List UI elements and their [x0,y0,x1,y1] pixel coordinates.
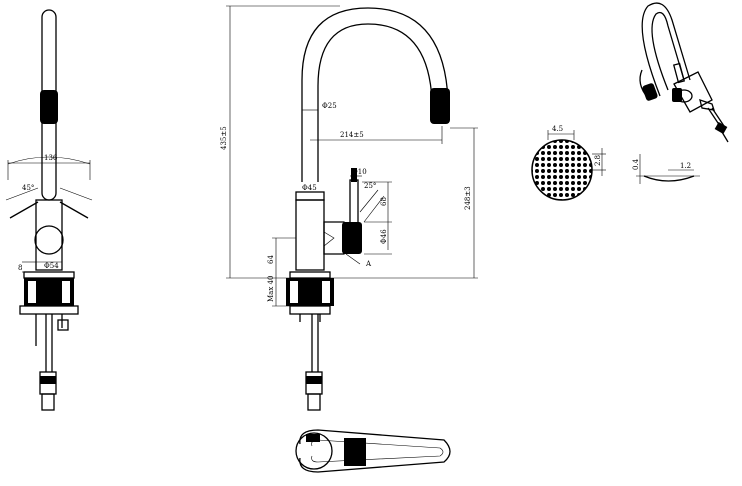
lever-length-dim: 68 [380,197,388,206]
persp-hose-connector [714,122,728,134]
side-spray-knurl [430,88,450,124]
front-hose-end [41,393,55,411]
front-width-dim: 136 [44,154,58,162]
side-view: 435±5 Φ25 214±5 248±3 Φ45 Φ10 25° [220,5,478,411]
side-mount-nut [289,305,331,315]
deck-max-dim: Max 40 [267,276,275,302]
top-body-circle [295,432,333,470]
side-base-plate [289,271,331,279]
spout-inner [317,23,433,182]
perspective-view [639,2,729,143]
thread-profile [643,175,695,182]
front-base-height: 8 [18,264,22,272]
body-collar [295,191,325,201]
section-a-label: A [365,260,372,268]
side-body [295,199,325,271]
total-height-dim: 435±5 [220,126,228,150]
front-body [35,199,63,271]
detail-thread: 1.2 0.4 [632,154,700,184]
lever-angle-dim: 25° [364,182,376,190]
detail-mesh: 4.5 2.8 [531,125,606,201]
persp-spray-head [642,83,658,101]
aerator-mesh [531,139,593,201]
side-hose-end [307,393,321,411]
top-view [295,429,451,473]
mesh-width-dim: 4.5 [552,125,563,133]
body-dia-dim: Φ45 [302,184,317,192]
front-angle-dim: 45° [22,184,34,192]
body-height-dim: 64 [267,255,275,264]
persp-spout-outer [641,2,691,97]
front-view: 136 45° Φ54 8 [5,9,93,411]
thread-a-dim: 0.4 [632,158,640,170]
front-mount-nut [19,305,79,315]
front-spray-knurl [40,90,58,124]
lever-dia-dim: Φ10 [352,168,367,176]
side-outlet-knurl [342,222,362,254]
mesh-height-dim: 2.8 [594,155,602,166]
spout-outer [301,7,449,182]
top-spray-knurl [344,438,366,466]
front-lever-lines [5,187,93,201]
persp-lever [672,62,686,84]
side-lever-swing [359,189,385,223]
outlet-dia-dim: Φ46 [380,229,388,244]
top-spout-outline [299,429,451,473]
front-base-plate [23,271,75,279]
persp-body [673,71,713,113]
side-lever [349,179,359,225]
front-base-dim: Φ54 [44,262,59,270]
spout-height-dim: 248±3 [464,186,472,210]
front-handle-disc [34,225,64,255]
thread-b-dim: 1.2 [680,162,691,170]
spout-dia-dim: Φ25 [322,102,337,110]
reach-dim: 214±5 [340,131,364,139]
